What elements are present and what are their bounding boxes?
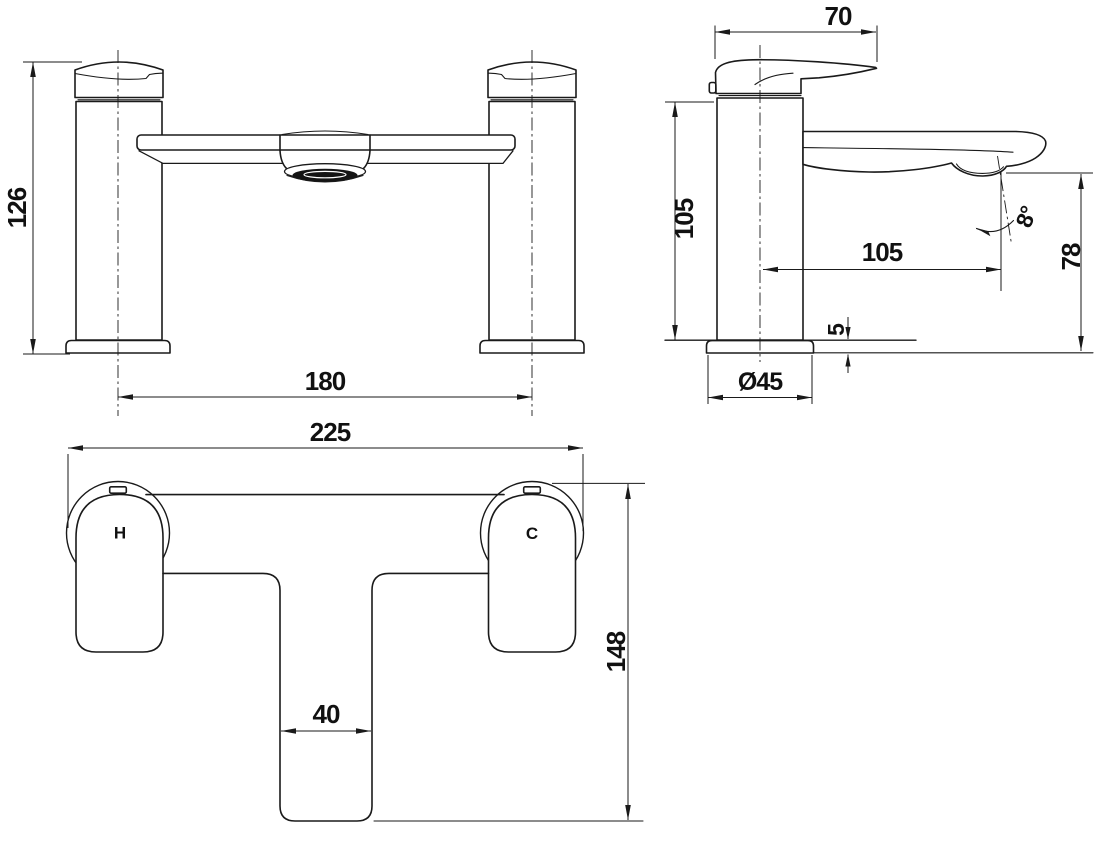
front-view: 126 180 xyxy=(2,50,585,416)
front-right-lever-edge xyxy=(487,72,577,80)
dim-side-base-thickness: 5 xyxy=(823,317,851,373)
front-bar-flange xyxy=(138,150,514,165)
front-spout-bar xyxy=(136,134,516,151)
side-spout-seam xyxy=(802,147,1014,153)
plan-cold-handle xyxy=(487,493,577,653)
plan-view: H C 225 148 40 xyxy=(65,417,645,822)
dim-side-angle: 8° xyxy=(975,202,1042,237)
side-lever-end-button xyxy=(708,81,717,94)
front-left-lever-edge xyxy=(74,72,164,80)
front-outlet-under-rim xyxy=(286,174,364,183)
front-trumpet-flare xyxy=(279,149,371,170)
dim-plan-spout-width-label: 40 xyxy=(313,699,340,729)
dim-side-outlet-height: 78 xyxy=(1006,172,1093,351)
dim-side-outlet-height-label: 78 xyxy=(1056,243,1086,270)
dim-plan-depth: 148 xyxy=(552,482,645,820)
plan-cold-label: C xyxy=(526,524,538,543)
dim-side-base-diameter-label: Ø45 xyxy=(738,368,783,396)
dim-plan-width-label: 225 xyxy=(310,417,351,447)
front-trumpet-back-edge xyxy=(281,130,369,136)
dim-side-handle-length: 70 xyxy=(714,1,878,62)
dim-side-height: 105 xyxy=(665,101,714,340)
plan-hot-label: H xyxy=(114,524,126,543)
plan-left-lever-notch xyxy=(108,485,128,494)
dim-side-height-label: 105 xyxy=(669,198,699,239)
dim-side-angle-label: 8° xyxy=(1010,202,1042,230)
dim-front-spacing-label: 180 xyxy=(305,366,346,396)
side-lever-seam xyxy=(754,72,794,86)
dim-front-height: 126 xyxy=(2,61,82,355)
side-lever-handle xyxy=(714,58,878,95)
front-left-handle-cap xyxy=(74,61,164,99)
side-view: 8° 70 105 105 78 xyxy=(664,1,1094,404)
front-trumpet-sides xyxy=(279,134,371,152)
dim-side-reach: 105 xyxy=(763,237,1001,273)
front-aerator-highlight xyxy=(303,170,347,179)
dim-side-reach-label: 105 xyxy=(862,237,903,267)
plan-hot-handle xyxy=(75,493,164,653)
side-spout-mouth xyxy=(955,163,1005,174)
dim-front-height-label: 126 xyxy=(2,187,32,228)
dim-plan-depth-label: 148 xyxy=(601,631,631,672)
plan-body-front-and-spout xyxy=(162,572,490,822)
dim-side-handle-length-label: 70 xyxy=(825,1,852,31)
dim-plan-spout-width: 40 xyxy=(281,699,371,734)
side-angle-axis xyxy=(997,155,1012,245)
dim-front-spacing: 180 xyxy=(118,366,532,400)
dim-plan-width: 225 xyxy=(67,417,584,531)
dim-side-base-thickness-label: 5 xyxy=(823,323,849,336)
dim-side-base-diameter: Ø45 xyxy=(707,355,813,404)
side-spout xyxy=(802,130,1047,177)
plan-right-lever-notch xyxy=(522,485,542,494)
front-bar-flange-fill xyxy=(139,150,513,163)
